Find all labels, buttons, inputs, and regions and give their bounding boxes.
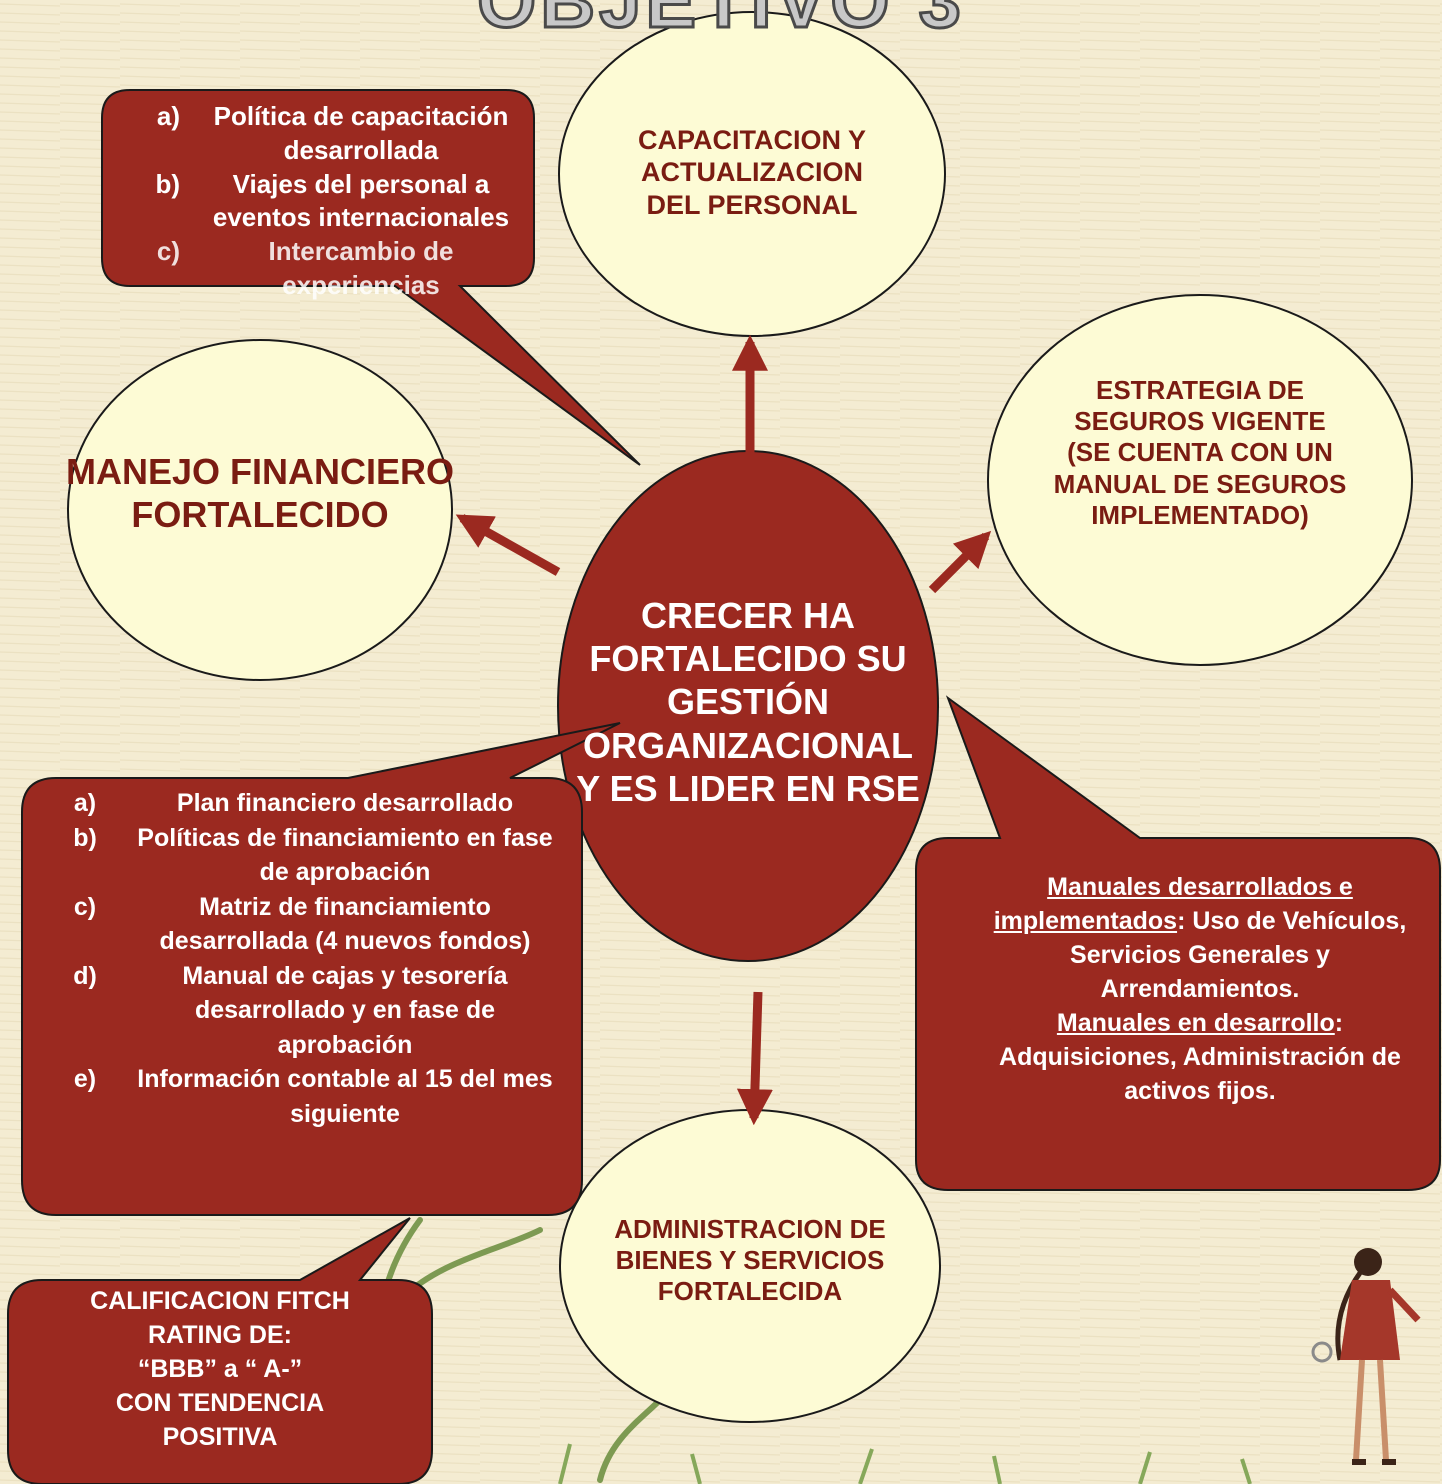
item-text: Manual de cajas y tesorería desarrollado…: [182, 961, 508, 1059]
fitch-line: “BBB” a “ A-”: [137, 1355, 303, 1383]
item-text: Plan financiero desarrollado: [176, 789, 514, 817]
estrategia-line: ESTRATEGIA DE: [1095, 375, 1304, 405]
callout-item: c) Matriz de financiamiento desarrollada…: [40, 890, 560, 959]
manuales-text-in-development: : Adquisiciones, Administración de activ…: [999, 1009, 1401, 1105]
item-marker: b): [155, 168, 180, 199]
arrow-to-administracion: [736, 991, 773, 1126]
capacitacion-label: CAPACITACION Y ACTUALIZACION DEL PERSONA…: [572, 124, 932, 221]
estrategia-line: (SE CUENTA CON UN: [1067, 437, 1333, 468]
item-text: Viajes del personal a eventos internacio…: [212, 168, 510, 233]
capacitacion-line: DEL PERSONAL: [646, 189, 858, 220]
manejo-line: FORTALECIDO: [131, 494, 389, 536]
arrow-to-manejo-financiero: [455, 514, 561, 576]
capacitacion-line: CAPACITACION Y: [637, 125, 866, 155]
arrow-to-estrategia-seguros: [928, 530, 992, 594]
center-line: FORTALECIDO SU: [589, 638, 907, 680]
callout-item: a) Plan financiero desarrollado: [40, 786, 560, 821]
capacitacion-line: ACTUALIZACION: [641, 157, 863, 188]
item-text: Información contable al 15 del mes sigui…: [137, 1065, 553, 1128]
manejo-line: MANEJO FINANCIERO: [65, 451, 455, 492]
callout-item: b) Políticas de financiamiento en fase d…: [40, 821, 560, 890]
administracion-line: FORTALECIDA: [657, 1276, 843, 1307]
center-line: ORGANIZACIONAL: [583, 724, 913, 766]
item-text: Matriz de financiamiento desarrollada (4…: [159, 892, 531, 956]
center-line: CRECER HA: [640, 595, 855, 636]
slide-title: OBJETIVO 3: [476, 0, 965, 46]
ellipse-manejo-financiero: [67, 339, 453, 681]
item-text: Política de capacitación desarrollada: [213, 101, 509, 165]
callout-manuales-text: Manuales desarrollados e implementados: …: [990, 870, 1410, 1108]
fitch-line: CON TENDENCIA: [115, 1389, 325, 1417]
item-marker: c): [73, 892, 97, 921]
estrategia-line: SEGUROS VIGENTE: [1074, 406, 1326, 437]
callout-fitch-text: CALIFICACION FITCH RATING DE: “BBB” a “ …: [30, 1284, 410, 1454]
callout-item: a) Política de capacitación desarrollada: [120, 100, 520, 168]
item-marker: b): [73, 823, 97, 852]
grass-illustration: [558, 1443, 1252, 1484]
girl-illustration: [1311, 1248, 1421, 1465]
manuales-heading-in-development: Manuales en desarrollo: [1056, 1009, 1335, 1037]
item-text: Intercambio de experiencias: [268, 236, 454, 300]
center-label: CRECER HA FORTALECIDO SU GESTIÓN ORGANIZ…: [558, 594, 938, 810]
callout-item: e) Información contable al 15 del mes si…: [40, 1062, 560, 1131]
item-marker: a): [73, 789, 97, 817]
fitch-line: CALIFICACION FITCH: [90, 1287, 350, 1315]
manuales-heading-implemented: Manuales desarrollados e implementados: [993, 873, 1353, 935]
callout-item: b) Viajes del personal a eventos interna…: [120, 168, 520, 236]
callout-financiero-text: a) Plan financiero desarrollado b) Polít…: [40, 786, 560, 1131]
callout-manuales-shape: [915, 695, 1441, 1191]
administracion-label: ADMINISTRACION DE BIENES Y SERVICIOS FOR…: [570, 1214, 930, 1308]
item-marker: d): [73, 961, 97, 990]
estrategia-seguros-label: ESTRATEGIA DE SEGUROS VIGENTE (SE CUENTA…: [1010, 375, 1390, 531]
administracion-line: ADMINISTRACION DE: [614, 1214, 886, 1244]
item-marker: a): [156, 101, 180, 131]
manejo-financiero-label: MANEJO FINANCIERO FORTALECIDO: [40, 450, 480, 536]
callout-item: c) Intercambio de experiencias: [120, 235, 520, 303]
fitch-line: POSITIVA: [162, 1423, 278, 1451]
administracion-line: BIENES Y SERVICIOS: [615, 1245, 885, 1276]
estrategia-line: MANUAL DE SEGUROS: [1053, 468, 1347, 499]
estrategia-line: IMPLEMENTADO): [1091, 499, 1309, 530]
item-marker: c): [156, 236, 180, 267]
manuales-text-implemented: : Uso de Vehículos, Servicios Generales …: [1070, 907, 1407, 1003]
item-text: Políticas de financiamiento en fase de a…: [137, 823, 553, 887]
callout-capacitacion-shape: [101, 89, 641, 466]
center-line: GESTIÓN: [666, 681, 830, 723]
fitch-line: RATING DE:: [148, 1321, 292, 1349]
callout-item: d) Manual de cajas y tesorería desarroll…: [40, 959, 560, 1063]
callout-capacitacion-text: a) Política de capacitación desarrollada…: [120, 100, 520, 303]
center-line: Y ES LIDER EN RSE: [576, 767, 920, 809]
item-marker: e): [73, 1065, 97, 1093]
callout-financiero-shape: [21, 722, 621, 1216]
ellipse-estrategia-seguros: [987, 294, 1413, 666]
